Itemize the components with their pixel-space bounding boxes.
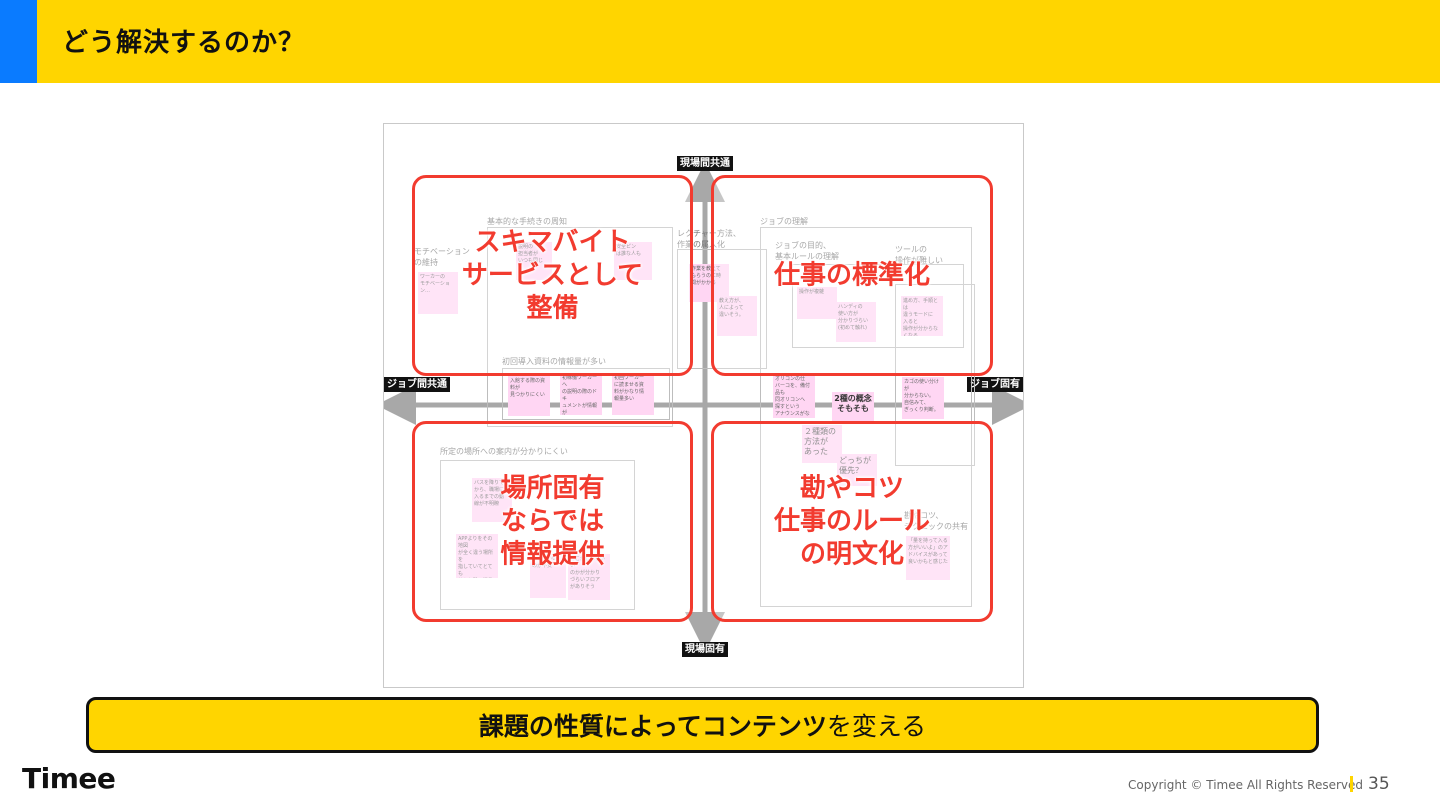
- sticky-note: ２種類の 方法が あった: [802, 425, 842, 463]
- cluster-title: レクチャー方法、 作業の属人化: [677, 229, 741, 249]
- sticky-note: 初回ワーカー に読ませる資 料がかなり情 報量多い: [612, 373, 654, 415]
- sticky-note: 教え方が、 人によって 違いそう。: [717, 296, 757, 336]
- sticky-note: カゴの使い分けが 分からない。 自信みて、 ぎっくり判断。: [902, 377, 944, 419]
- sticky-note: 安全ピン は誰な人も: [614, 242, 652, 280]
- axis-label-top: 現場間共通: [677, 156, 733, 171]
- sticky-note: 進め方、手順とは 違うモードに 入ると 操作が分からなくなる: [901, 296, 943, 336]
- quadrant-bottom-left-label: 場所固有 ならでは 情報提供: [500, 473, 605, 569]
- sticky-note: 「量を持って入る 方がいいよ」のア ドバイスがあって 良いかもと感じた: [906, 536, 950, 580]
- cluster-location: [440, 460, 635, 610]
- sticky-note: どこがしたらいい のかが分かり づらいフロア がありそう: [568, 554, 610, 600]
- sticky-note: 2種の概念 そもそも: [832, 392, 874, 422]
- quadrant-top-left-label: スキマバイト サービスとして 整備: [461, 227, 644, 323]
- cluster-title: 勘やコツ、 テクニックの共有: [904, 511, 968, 531]
- cluster-title: 初回導入資料の情報量が多い: [502, 357, 606, 366]
- message-part-3: を変える: [826, 712, 927, 741]
- header-accent-bar: [0, 0, 37, 83]
- sticky-note: ここでいい のか不安: [530, 554, 566, 598]
- quadrant-bottom-right: 勘やコツ 仕事のルール の明文化: [711, 421, 993, 622]
- cluster-title: 基本的な手続きの周知: [487, 217, 567, 226]
- axis-label-left: ジョブ間共通: [384, 377, 450, 392]
- cluster-title: ジョブの目的、 基本ルールの理解: [775, 241, 839, 261]
- quadrant-top-left: スキマバイト サービスとして 整備: [412, 175, 693, 376]
- sticky-note: バスを降りて から、職場に 入るまでの動 線が不明瞭: [472, 478, 512, 522]
- sticky-note: ワーカーの モチベーション…: [418, 272, 458, 314]
- message-part-2: コンテンツ: [701, 712, 827, 741]
- key-message-box: 課題の性質によってコンテンツを変える: [86, 697, 1319, 753]
- cluster-title: ツールの 操作が難しい: [895, 245, 943, 265]
- cluster-title: ジョブの理解: [760, 217, 808, 226]
- sticky-note: APPよりをその地図 が全く違う場所を 指していてとても 分かり難に混乱した: [456, 534, 498, 578]
- axis-label-right: ジョブ固有: [967, 377, 1023, 392]
- sticky-note: ハンディの 使い方が 分かりづらい (初めて触れ): [836, 302, 876, 342]
- cluster-job-understanding: [760, 227, 972, 607]
- sticky-note: オリコンの仕 バーコを、備付品も 同オリコンへ 探すという アナウンスがなく…: [773, 374, 815, 418]
- copyright-text: Copyright © Timee All Rights Reserved: [1128, 778, 1364, 792]
- sticky-note: 説明の 担当者が いつも同じ: [516, 242, 552, 280]
- sticky-note: 入館する際の資料が 見つかりにくい: [508, 376, 550, 416]
- sticky-note: 初稼働ワーカーへ の説明の際のドキ ュメントが情報が 多すぎて、入って こない情…: [560, 373, 602, 415]
- quadrant-top-right-label: 仕事の標準化: [773, 260, 930, 290]
- cluster-title: 所定の場所への案内が分かりにくい: [440, 447, 568, 456]
- timee-logo: Timee: [22, 762, 116, 795]
- slide-header: どう解決するのか？: [0, 0, 1440, 83]
- slide-title: どう解決するのか？: [62, 28, 306, 58]
- message-part-1: 課題の性質によって: [478, 712, 702, 741]
- cluster-basic-procedures: [487, 227, 673, 427]
- quadrant-top-right: 仕事の標準化: [711, 175, 993, 376]
- cluster-job-purpose: [792, 264, 964, 348]
- axis-label-bottom: 現場固有: [682, 642, 728, 657]
- sticky-note: 作業を教えて もらうのに時 間がかかる: [689, 264, 729, 302]
- sticky-note: 操作が複雑: [797, 287, 837, 319]
- footer-divider: [1350, 776, 1353, 792]
- sticky-note: どっちが 優先？: [837, 454, 877, 486]
- quadrant-matrix-figure: 現場間共通 現場固有 ジョブ間共通 ジョブ固有 基本的な手続きの周知 モチベーシ…: [383, 123, 1024, 688]
- quadrant-bottom-right-label: 勘やコツ 仕事のルール の明文化: [773, 473, 930, 569]
- cluster-initial-materials: [502, 368, 670, 420]
- cluster-title: モチベーション の維持: [414, 247, 470, 267]
- page-number: 35: [1368, 774, 1390, 794]
- quadrant-bottom-left: 場所固有 ならでは 情報提供: [412, 421, 693, 622]
